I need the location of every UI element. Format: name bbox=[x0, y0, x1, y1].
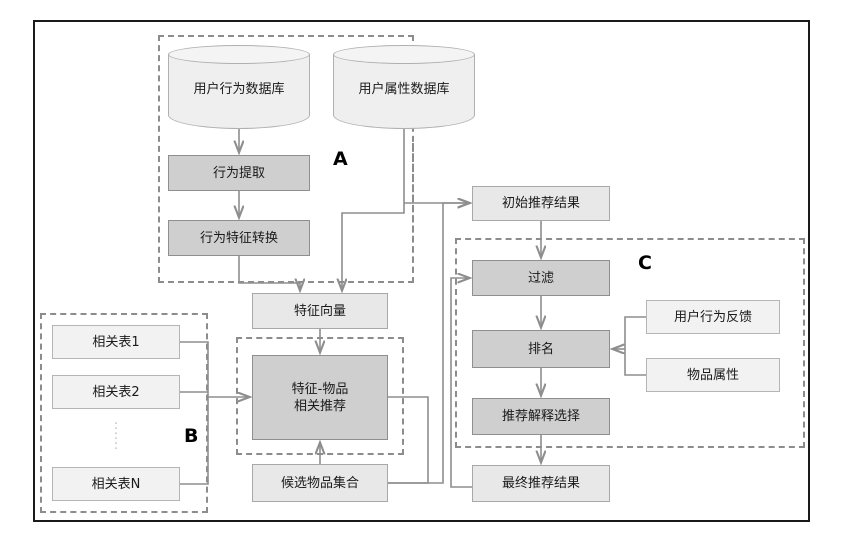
node-feature-item-recommend[interactable]: 特征-物品 相关推荐 bbox=[252, 355, 388, 440]
node-feature-vector[interactable]: 特征向量 bbox=[252, 293, 388, 329]
group-a-label: A bbox=[333, 148, 348, 170]
node-related-table-n[interactable]: 相关表N bbox=[52, 467, 180, 501]
db-user-behavior-top bbox=[168, 45, 310, 64]
group-b-label: B bbox=[184, 425, 199, 447]
node-item-attribute[interactable]: 物品属性 bbox=[646, 358, 780, 392]
db-user-attribute-top bbox=[333, 45, 475, 64]
db-user-attribute-label: 用户属性数据库 bbox=[358, 81, 450, 97]
node-explanation-select[interactable]: 推荐解释选择 bbox=[472, 398, 610, 435]
related-table-ellipsis: ...... bbox=[113, 413, 119, 453]
group-c-label: C bbox=[638, 252, 652, 274]
node-behavior-extraction[interactable]: 行为提取 bbox=[168, 155, 310, 191]
diagram-outer-frame bbox=[33, 20, 810, 522]
node-filter[interactable]: 过滤 bbox=[472, 260, 610, 296]
node-final-result[interactable]: 最终推荐结果 bbox=[472, 465, 610, 502]
node-related-table-1[interactable]: 相关表1 bbox=[52, 325, 180, 359]
group-a-extension bbox=[410, 143, 414, 283]
db-user-behavior-body bbox=[168, 54, 310, 129]
node-behavior-feature-transform[interactable]: 行为特征转换 bbox=[168, 220, 310, 256]
node-related-table-2[interactable]: 相关表2 bbox=[52, 375, 180, 409]
node-initial-result[interactable]: 初始推荐结果 bbox=[472, 186, 610, 221]
db-user-attribute[interactable]: 用户属性数据库 bbox=[333, 45, 475, 129]
node-ranking[interactable]: 排名 bbox=[472, 330, 610, 368]
node-candidate-item-set[interactable]: 候选物品集合 bbox=[252, 464, 388, 502]
node-user-behavior-feedback[interactable]: 用户行为反馈 bbox=[646, 300, 780, 334]
db-user-behavior[interactable]: 用户行为数据库 bbox=[168, 45, 310, 129]
db-user-attribute-body bbox=[333, 54, 475, 129]
db-user-behavior-label: 用户行为数据库 bbox=[193, 81, 285, 97]
